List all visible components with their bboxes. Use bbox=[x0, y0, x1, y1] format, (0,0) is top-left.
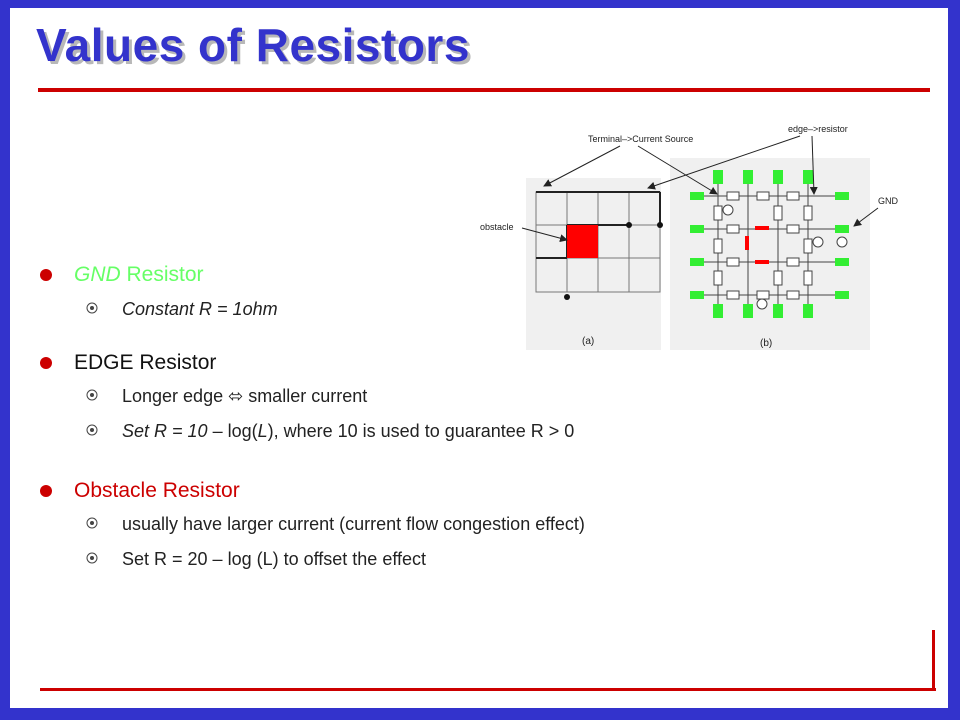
obstacle-cell bbox=[567, 225, 598, 258]
gnd-resistors bbox=[690, 170, 849, 318]
sub-bullet-edge-length: Longer edge ⬄ smaller current bbox=[38, 385, 898, 407]
bullet-obstacle-resistor: Obstacle Resistor bbox=[38, 478, 898, 504]
obstacle-arrow bbox=[521, 227, 568, 243]
sub-bullet-target-icon bbox=[86, 424, 98, 436]
caption-b: (b) bbox=[760, 338, 772, 349]
bullet-gnd-resistor: GND Resistor bbox=[38, 262, 898, 288]
title-underline bbox=[38, 88, 930, 92]
sub-bullet-target-icon bbox=[86, 552, 98, 564]
footer-rule bbox=[40, 688, 936, 691]
bullet-dot-icon bbox=[40, 357, 52, 369]
edge-heading: EDGE Resistor bbox=[74, 351, 217, 374]
sub-bullet-target-icon bbox=[86, 302, 98, 314]
slide-title: Values of Resistors bbox=[36, 19, 470, 71]
edge-arrow-a bbox=[647, 135, 801, 190]
frame-left-border bbox=[0, 0, 10, 720]
edge-resistors-vertical bbox=[713, 205, 813, 286]
obstacle-resistors bbox=[745, 226, 769, 264]
bullet-dot-icon bbox=[40, 485, 52, 497]
bullet-list: GND Resistor Constant R = 1ohm EDGE Resi… bbox=[38, 262, 898, 570]
terminal-dot bbox=[564, 294, 570, 300]
gnd-label: GND bbox=[74, 263, 121, 286]
sub-bullet-target-icon bbox=[86, 389, 98, 401]
bullet-dot-icon bbox=[40, 269, 52, 281]
gnd-rest: Resistor bbox=[120, 263, 204, 286]
frame-top-border bbox=[0, 0, 960, 8]
resistor-network-figure: obstacle (a) bbox=[480, 124, 899, 350]
current-source-icons bbox=[722, 204, 848, 310]
frame-bottom-border bbox=[0, 708, 960, 720]
sub-bullet-edge-formula: Set R = 10 – log(L), where 10 is used to… bbox=[38, 420, 898, 442]
gnd-arrow bbox=[853, 207, 879, 227]
terminal-dot bbox=[626, 222, 632, 228]
frame-right-border bbox=[948, 0, 960, 720]
sub-bullet-obstacle-current: usually have larger current (current flo… bbox=[38, 513, 898, 535]
label-edge: edge–>resistor bbox=[788, 124, 848, 134]
label-obstacle: obstacle bbox=[480, 222, 514, 232]
sub-bullet-obstacle-formula: Set R = 20 – log (L) to offset the effec… bbox=[38, 548, 898, 570]
caption-a: (a) bbox=[582, 336, 594, 347]
footer-rule-vertical bbox=[932, 630, 935, 691]
double-arrow-icon: ⬄ bbox=[228, 386, 244, 406]
edge-resistors-horizontal bbox=[726, 191, 800, 300]
sub-bullet-target-icon bbox=[86, 517, 98, 529]
sub-bullet-gnd-value: Constant R = 1ohm bbox=[38, 298, 898, 320]
panel-a-background bbox=[526, 178, 661, 350]
terminal-arrow-a bbox=[543, 145, 621, 187]
obstacle-heading: Obstacle Resistor bbox=[74, 479, 240, 502]
edge-arrow-b bbox=[809, 135, 818, 195]
terminal-arrow-b bbox=[637, 145, 718, 195]
panel-b-background bbox=[670, 158, 870, 350]
label-terminal: Terminal–>Current Source bbox=[588, 134, 693, 144]
terminal-dot bbox=[657, 222, 663, 228]
bullet-edge-resistor: EDGE Resistor bbox=[38, 350, 898, 376]
label-gnd: GND bbox=[878, 196, 899, 206]
